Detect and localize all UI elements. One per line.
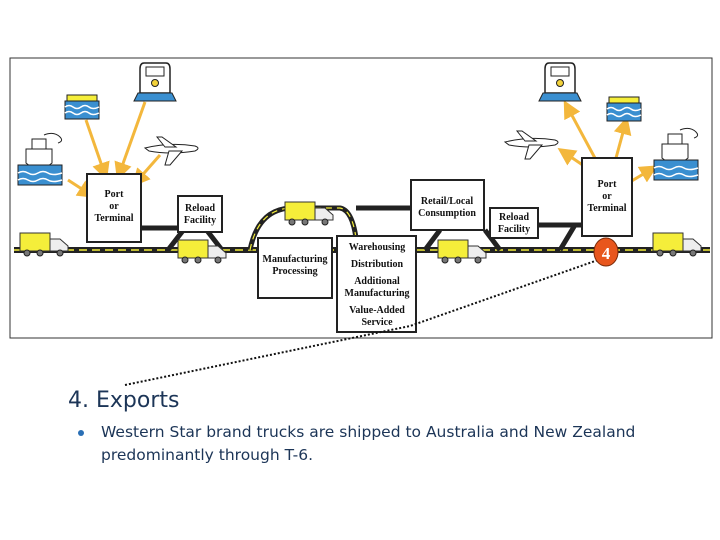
port-left-box: Port or Terminal: [86, 173, 142, 243]
retail-box: Retail/Local Consumption: [410, 179, 485, 231]
svg-text:Manufacturing: Manufacturing: [263, 254, 328, 265]
svg-text:or: or: [602, 191, 612, 202]
bullet-text: Western Star brand trucks are shipped to…: [101, 423, 636, 464]
svg-text:Distribution: Distribution: [351, 259, 404, 270]
train-icon: [538, 62, 582, 102]
reload-left-box: Reload Facility: [177, 195, 223, 233]
svg-text:Service: Service: [361, 317, 393, 328]
svg-text:Reload: Reload: [185, 203, 215, 214]
svg-text:Facility: Facility: [184, 215, 216, 226]
svg-text:4: 4: [602, 244, 611, 263]
svg-text:Manufacturing: Manufacturing: [345, 288, 410, 299]
svg-text:Retail/Local: Retail/Local: [421, 196, 473, 207]
reload-right-box: Reload Facility: [489, 207, 539, 239]
svg-text:or: or: [109, 201, 119, 212]
flow-arrows: [67, 100, 658, 198]
svg-text:Terminal: Terminal: [94, 213, 133, 224]
ferry-icon: [64, 94, 100, 120]
port-right-box: Port or Terminal: [581, 157, 633, 237]
svg-text:Reload: Reload: [499, 212, 529, 223]
ferry-icon: [606, 96, 642, 122]
svg-text:Value-Added: Value-Added: [349, 305, 405, 316]
manufacturing-box: Manufacturing Processing: [257, 237, 333, 299]
bullet-icon: [78, 430, 84, 436]
step-4-marker: 4: [593, 237, 619, 267]
svg-text:Processing: Processing: [272, 266, 317, 277]
svg-text:Consumption: Consumption: [418, 208, 476, 219]
svg-text:Port: Port: [598, 179, 618, 190]
svg-text:Port: Port: [105, 189, 125, 200]
train-icon: [133, 62, 177, 102]
svg-text:Additional: Additional: [354, 276, 400, 287]
warehouse-box: Warehousing Distribution Additional Manu…: [336, 235, 417, 333]
callout-line: [124, 259, 599, 386]
svg-text:Warehousing: Warehousing: [349, 242, 406, 253]
slide-heading: 4. Exports: [68, 388, 180, 413]
bullet-item: Western Star brand trucks are shipped to…: [78, 421, 678, 467]
svg-text:Facility: Facility: [498, 224, 530, 235]
svg-text:Terminal: Terminal: [587, 203, 626, 214]
